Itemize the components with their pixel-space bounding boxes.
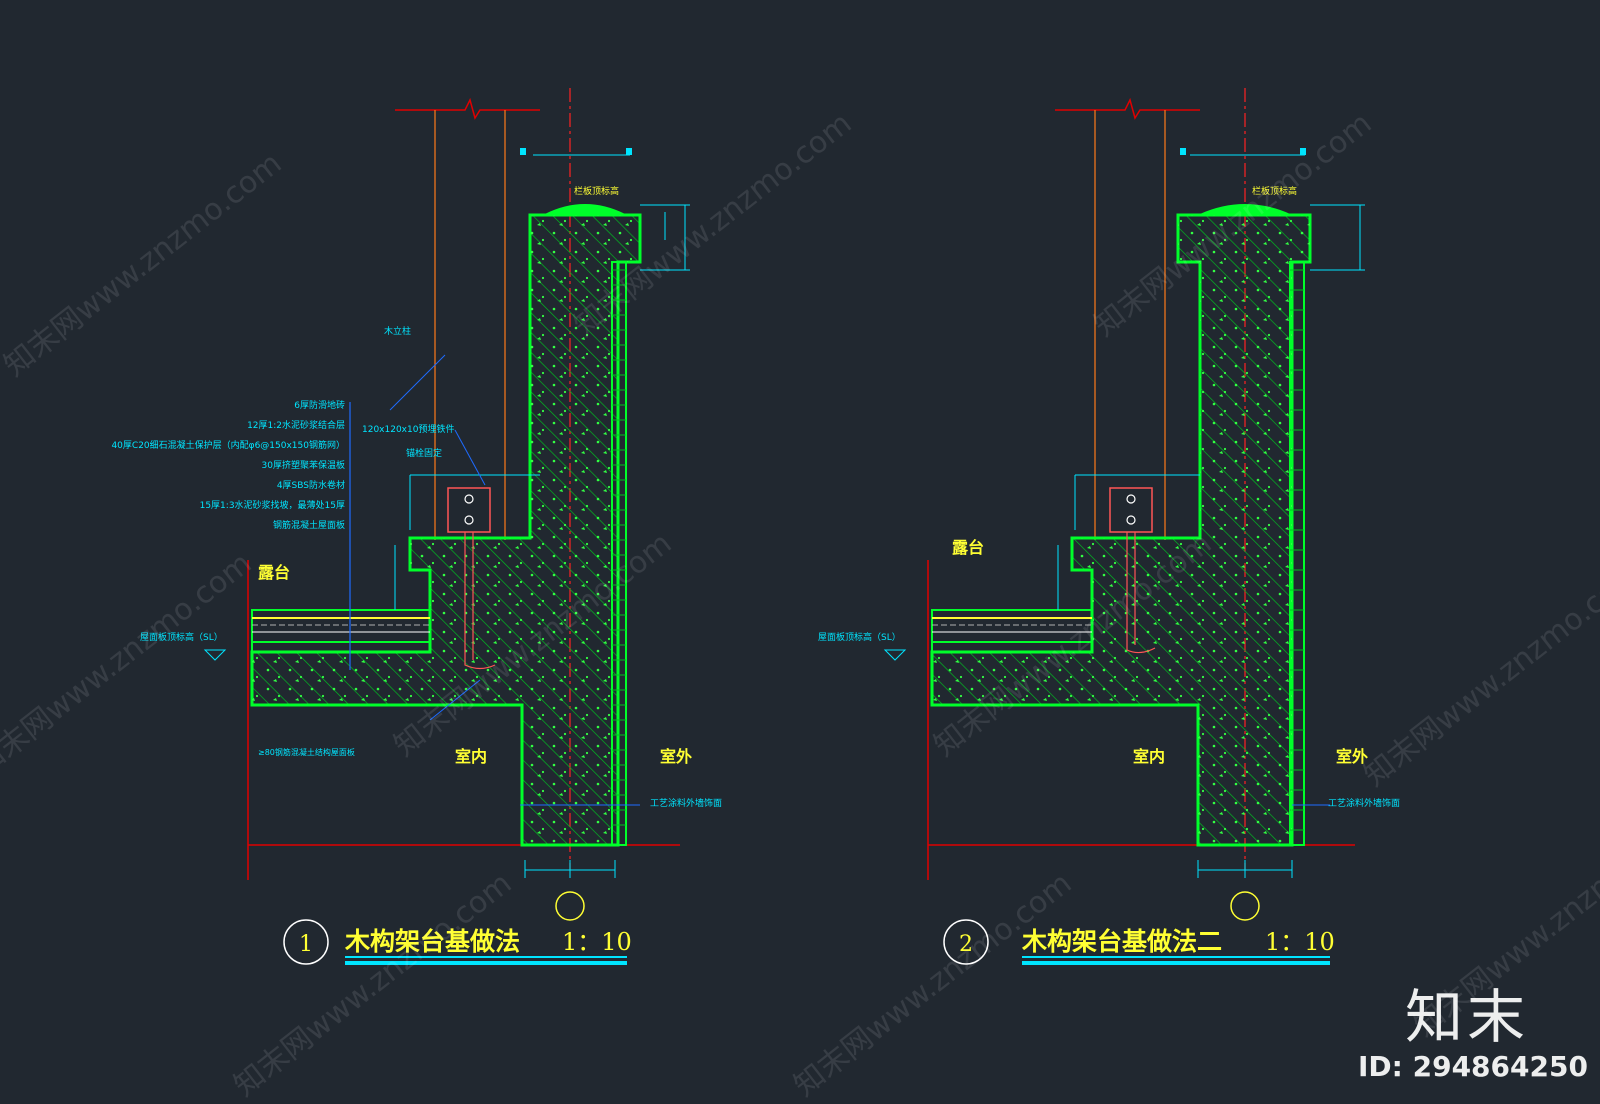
detail-1-scale: 1：10 [562,928,632,956]
brand-logo: 知末 [1405,983,1530,1051]
layer-item: 12厚1:2水泥砂浆结合层 [247,419,345,431]
detail-1-title: 木构架台基做法 [344,927,520,956]
detail-1-outdoor-label: 室外 [660,747,692,766]
layer-item: 4厚SBS防水卷材 [277,479,345,491]
detail-2-scale: 1：10 [1265,928,1335,956]
layer-item: 15厚1:3水泥砂浆找坡，最薄处15厚 [200,499,345,511]
layer-item: 30厚挤塑聚苯保温板 [262,459,345,471]
brand-id: ID: 294864250 [1358,1050,1588,1083]
detail-1-layer-list: 6厚防滑地砖 12厚1:2水泥砂浆结合层 40厚C20细石混凝土保护层（内配φ6… [111,399,345,531]
detail-1-anchor-label: 锚栓固定 [406,447,442,459]
detail-2-top-finish-label: 栏板顶标高 [1252,185,1297,197]
detail-2-indoor-label: 室内 [1133,747,1165,766]
detail-1-embed-label: 120x120x10预埋铁件 [362,423,454,435]
detail-1-slab-note-label: ≥80钢筋混凝土结构屋面板 [258,747,355,757]
detail-1-wood-column-label: 木立柱 [384,325,411,337]
detail-2-exterior-paint-label: 工艺涂料外墙饰面 [1328,797,1400,809]
detail-1-exterior-paint-label: 工艺涂料外墙饰面 [650,797,722,809]
detail-2-title: 木构架台基做法二 [1021,927,1222,956]
detail-1-drawing [203,88,690,965]
detail-2-outdoor-label: 室外 [1336,747,1368,766]
layer-item: 40厚C20细石混凝土保护层（内配φ6@150x150钢筋网） [111,439,345,451]
detail-2-number: 2 [959,932,973,957]
detail-1-number: 1 [299,932,313,957]
detail-1-top-finish-label: 栏板顶标高 [574,185,619,197]
layer-item: 钢筋混凝土屋面板 [273,519,345,531]
detail-1-terrace-label: 露台 [258,563,290,582]
detail-1-indoor-label: 室内 [455,747,487,766]
detail-2-drawing [883,88,1365,965]
detail-2-slab-level-label: 屋面板顶标高（SL） [818,631,901,643]
layer-item: 6厚防滑地砖 [294,399,345,411]
detail-1-slab-level-label: 屋面板顶标高（SL） [140,631,223,643]
detail-2-terrace-label: 露台 [952,538,984,557]
